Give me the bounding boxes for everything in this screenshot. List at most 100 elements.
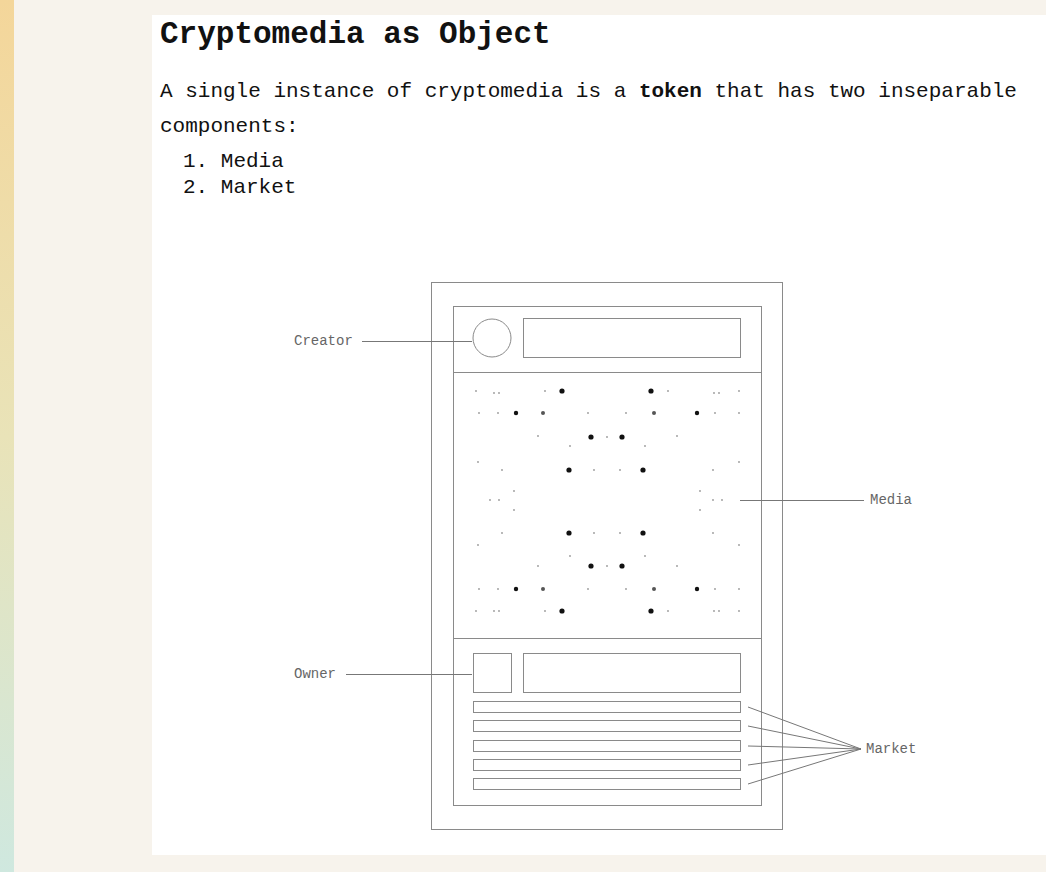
card-outline [432,283,783,830]
dot [478,412,480,414]
dot [718,392,720,394]
dot [619,434,624,439]
dot [713,392,715,394]
creator-avatar [473,319,511,357]
dot [475,610,477,612]
dot [738,390,740,392]
market-bar [474,760,741,771]
dot [493,392,495,394]
dot [559,608,564,613]
leader-line [740,500,864,501]
section-divider [453,372,761,373]
intro-paragraph: A single instance of cryptomedia is atok… [160,74,1040,144]
dot [712,499,714,501]
dot [652,587,656,591]
dot [714,412,716,414]
leader-line [748,749,861,784]
dot [478,588,480,590]
part-label: Owner [294,665,336,683]
leader-line [748,746,861,749]
dot [714,588,716,590]
dot [699,509,701,511]
dot [537,435,539,437]
market-bar [474,702,741,713]
leader-line [748,726,861,749]
dot [695,587,699,591]
dot [559,388,564,393]
part-label: Media [870,491,912,509]
dot [513,509,515,511]
part-label: Creator [294,332,353,350]
dot [541,587,545,591]
dot [738,588,740,590]
dot [699,490,701,492]
dot [712,532,714,534]
dot [514,411,518,415]
dot [644,555,646,557]
dot [619,563,624,568]
dot [606,436,608,438]
dot [738,544,740,546]
dot [667,390,669,392]
dot [513,490,515,492]
dot [497,412,499,414]
dot [648,388,653,393]
dot [640,467,645,472]
dot [652,411,656,415]
dot [501,469,503,471]
dot [593,469,595,471]
dot [619,532,621,534]
dot [738,610,740,612]
page-title: Cryptomedia as Object [160,15,551,55]
dot [667,610,669,612]
dot [497,588,499,590]
dot [738,461,740,463]
creator-name-field [524,319,741,358]
market-bar [474,721,741,732]
leader-line [748,707,861,749]
dot [721,499,723,501]
dot [489,499,491,501]
market-bar [474,741,741,752]
dot [514,587,518,591]
dot [477,544,479,546]
dot [541,411,545,415]
part-label: Market [866,740,916,758]
dot [644,445,646,447]
paragraph-text: A single instance of cryptomedia is a [160,80,626,103]
dot [493,610,495,612]
dot [498,499,500,501]
dot [588,563,593,568]
dot [648,608,653,613]
dot [569,555,571,557]
card-inner [454,307,762,806]
dot [712,469,714,471]
dot [587,412,589,414]
dot [498,610,500,612]
dot [625,588,627,590]
dot [475,390,477,392]
dot [537,565,539,567]
side-strip [0,0,14,872]
dot [593,532,595,534]
leader-line [346,674,472,675]
dot [477,461,479,463]
dot [566,530,571,535]
dot [625,412,627,414]
dot [544,610,546,612]
list-item: 1. Media [183,149,284,175]
owner-name-field [524,654,741,693]
dot [695,411,699,415]
page-panel [152,15,1046,855]
dot [566,467,571,472]
dot [606,565,608,567]
dot [713,610,715,612]
leader-line [748,749,861,765]
section-divider [453,638,761,639]
dot [569,445,571,447]
dot [676,565,678,567]
leader-line [362,341,472,342]
dot [676,435,678,437]
dot [718,610,720,612]
owner-avatar [474,654,512,693]
